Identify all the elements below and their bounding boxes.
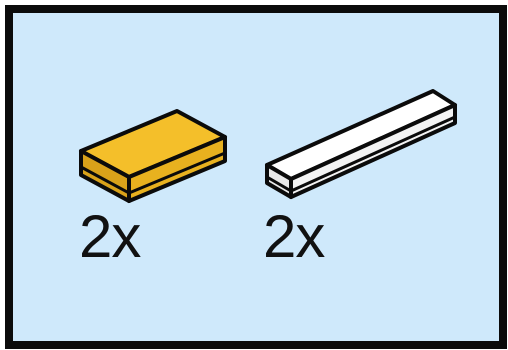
white-tile-quantity: 2x — [263, 207, 324, 267]
parts-callout-panel: 2x 2x — [5, 5, 507, 349]
white-tile-part — [261, 81, 461, 201]
yellow-tile-quantity: 2x — [79, 207, 140, 267]
yellow-tile-part — [75, 103, 235, 213]
